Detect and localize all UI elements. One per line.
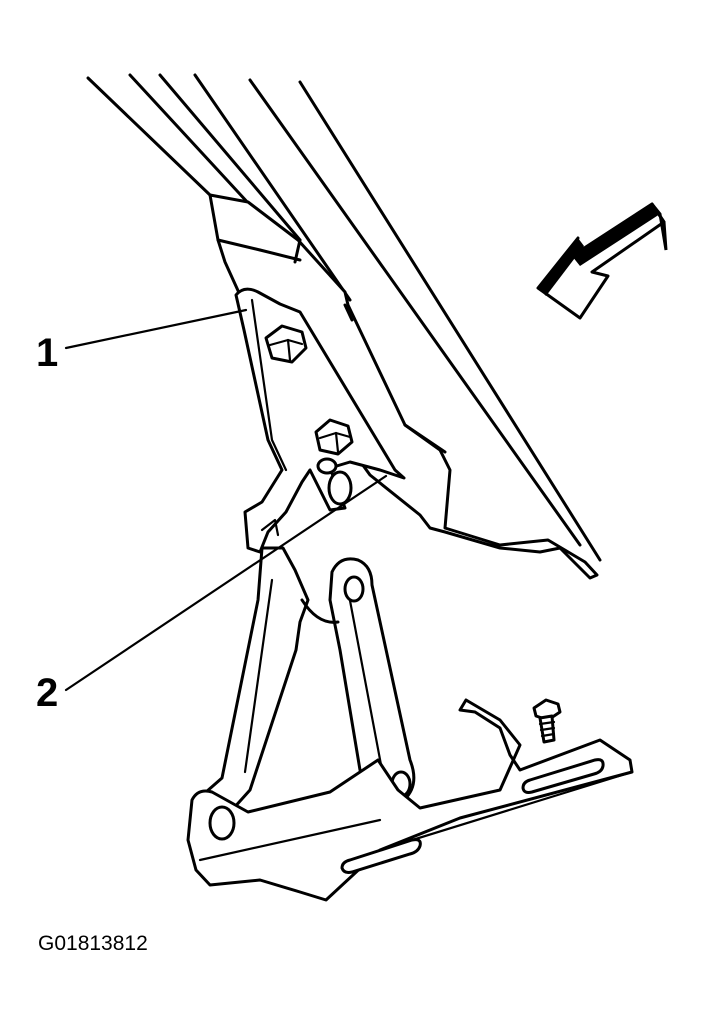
callout-label-2: 2	[36, 671, 58, 715]
hood-panel	[86, 73, 602, 580]
screw-icon	[532, 698, 562, 744]
callout-leader-1	[64, 308, 248, 350]
lower-hinge-bracket	[186, 698, 634, 902]
callout-label-1: 1	[36, 331, 58, 375]
callout-leader-2	[64, 474, 388, 692]
bolt-icon	[314, 418, 354, 456]
hinge-links	[204, 546, 416, 812]
bolt-icon	[264, 324, 308, 364]
direction-arrow-icon	[536, 202, 668, 320]
figure-id: G01813812	[38, 932, 148, 955]
